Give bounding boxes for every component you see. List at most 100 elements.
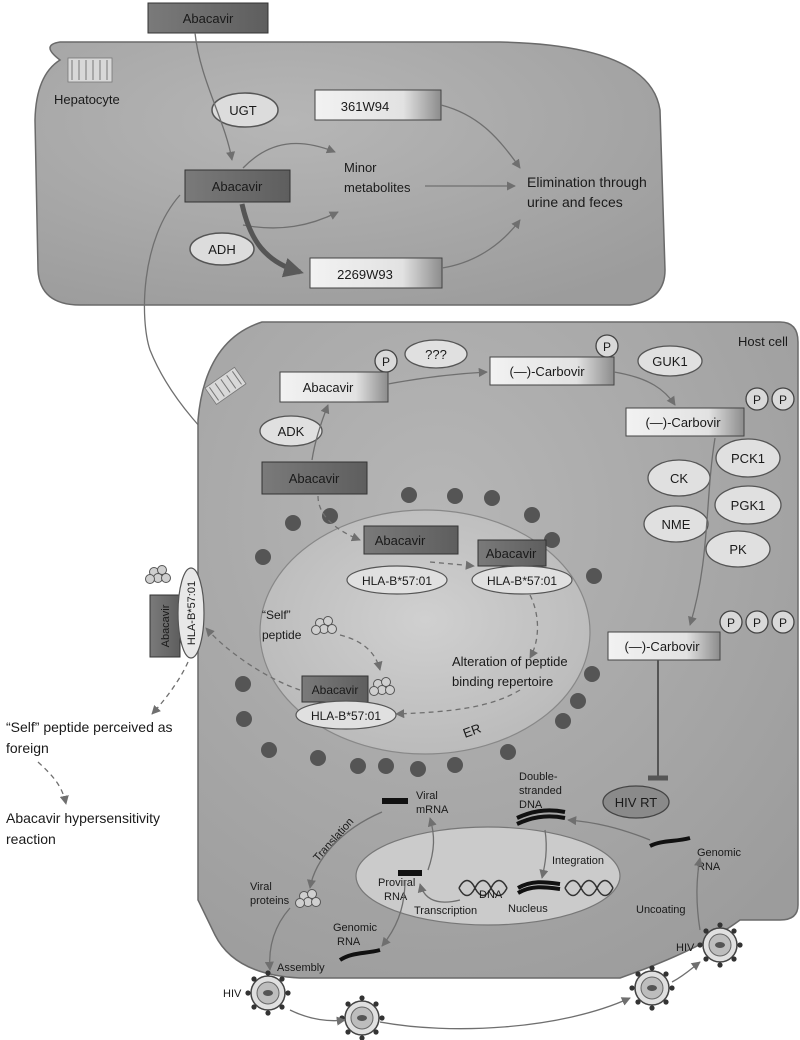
hiv-cycle-arrows	[264, 811, 704, 1030]
ds-dna-line2: stranded	[519, 785, 562, 797]
er-abacavir-a-box	[363, 525, 459, 555]
ugt-label: UGT	[229, 103, 257, 118]
metabolite-2269w93-label: 2269W93	[337, 267, 393, 282]
phosphate-icon	[719, 610, 743, 634]
hepatocyte-cell	[34, 41, 666, 306]
host-dna-helix	[458, 879, 508, 897]
phosphate-label: P	[753, 393, 761, 407]
hepatocyte-abacavir-box	[184, 169, 291, 203]
hiv-virion-approaching-icon	[628, 964, 676, 1012]
adh-conversion-arrow	[239, 203, 304, 278]
phosphate-label: P	[603, 340, 611, 354]
phosphate-label: P	[727, 616, 735, 630]
surface-hla	[177, 567, 205, 659]
uncoating-label: Uncoating	[636, 904, 686, 916]
assembly-label: Assembly	[277, 962, 325, 974]
er-label: ER	[461, 721, 483, 741]
dna-label: DNA	[479, 889, 503, 901]
carbovir-dp-box	[625, 407, 745, 437]
alteration-line1: Alteration of peptide	[452, 654, 568, 669]
carbovir-mp-label: (—)-Carbovir	[509, 364, 585, 379]
er-hla-b-label: HLA-B*57:01	[487, 574, 557, 588]
integrated-dna	[517, 880, 561, 895]
pk-enzyme	[705, 530, 771, 568]
er-hla-b	[471, 565, 573, 595]
hepatocyte-abacavir-label: Abacavir	[212, 179, 263, 194]
phosphate-label: P	[779, 616, 787, 630]
phosphate-label: P	[753, 616, 761, 630]
pk-label: PK	[729, 542, 747, 557]
carbovir-tp-label: (—)-Carbovir	[624, 639, 700, 654]
ck-label: CK	[670, 471, 688, 486]
elimination-line2: urine and feces	[527, 194, 623, 210]
viral-mrna-line1: Viral	[416, 790, 438, 802]
hiv-rt-label: HIV RT	[615, 795, 657, 810]
hiv-right-label: HIV	[676, 942, 695, 954]
nucleus-label: Nucleus	[508, 903, 548, 915]
ugt-enzyme	[211, 92, 279, 128]
surface-hla-label: HLA-B*57:01	[186, 581, 198, 645]
er-hla-a-label: HLA-B*57:01	[362, 574, 432, 588]
phosphate-icon	[771, 610, 795, 634]
abacavir-mp-label: Abacavir	[303, 380, 354, 395]
er-ribosomes	[235, 487, 602, 777]
alteration-line2: binding repertoire	[452, 674, 553, 689]
minor-metabolites-line1: Minor	[344, 160, 377, 175]
hiv-virion-budding-icon	[244, 969, 292, 1017]
surface-abacavir-box	[149, 594, 181, 658]
hypersensitivity-arrow	[37, 761, 69, 805]
transcription-label: Transcription	[414, 905, 477, 917]
adh-label: ADH	[208, 242, 235, 257]
surface-peptide-icon	[145, 565, 171, 584]
host-membrane-icon	[204, 366, 247, 405]
self-peptide-line2: peptide	[262, 628, 302, 642]
hypersensitivity-line1: Abacavir hypersensitivity	[6, 810, 160, 826]
er-dashed-arrows	[205, 495, 539, 719]
hiv-virion-entering-icon	[696, 921, 744, 969]
elimination-line1: Elimination through	[527, 174, 647, 190]
nme-label: NME	[662, 517, 691, 532]
self-peptide-line1: “Self”	[262, 608, 291, 622]
hypersensitivity-line2: reaction	[6, 831, 56, 847]
hepatocyte-label: Hepatocyte	[54, 92, 120, 107]
pgk1-enzyme	[714, 485, 782, 525]
pgk1-label: PGK1	[731, 498, 766, 513]
viral-proteins-line1: Viral	[250, 881, 272, 893]
pck1-enzyme	[715, 438, 781, 478]
adh-enzyme	[189, 232, 255, 266]
genomic-rna-right-strand	[649, 836, 691, 848]
host-cell-label: Host cell	[738, 334, 788, 349]
host-arrows	[311, 367, 716, 626]
carbovir-dp-label: (—)-Carbovir	[645, 415, 721, 430]
guk1-label: GUK1	[652, 354, 687, 369]
carbovir-mp-box	[489, 356, 615, 386]
unknown-enzyme-label: ???	[425, 347, 447, 362]
hiv-rt-enzyme	[602, 785, 670, 819]
hiv-left-label: HIV	[223, 988, 242, 1000]
viral-mrna-strand	[382, 798, 408, 804]
er-abacavir-a-label: Abacavir	[375, 533, 426, 548]
genomic-rna-left-line1: Genomic	[333, 922, 378, 934]
proviral-rna-strand	[398, 870, 422, 876]
phosphate-icon	[771, 387, 795, 411]
ds-dna-line3: DNA	[519, 799, 543, 811]
adk-label: ADK	[278, 424, 305, 439]
hepatocyte-membrane-icon	[67, 57, 113, 83]
guk1-enzyme	[637, 345, 703, 377]
metabolite-361w94-label: 361W94	[341, 99, 389, 114]
ds-dna-strand	[516, 808, 566, 826]
proviral-rna-line2: RNA	[384, 891, 408, 903]
viral-proteins-line2: proteins	[250, 895, 290, 907]
top-abacavir-label: Abacavir	[183, 11, 234, 26]
er-hla-c-label: HLA-B*57:01	[311, 709, 381, 723]
phosphate-icon	[374, 349, 398, 373]
genomic-rna-left-strand	[338, 948, 381, 962]
hiv-virion-free-icon	[338, 994, 386, 1040]
integration-label: Integration	[552, 855, 604, 867]
phosphate-icon	[745, 610, 769, 634]
nucleus	[355, 826, 621, 926]
host-abacavir-label: Abacavir	[289, 471, 340, 486]
host-abacavir-box	[261, 461, 368, 495]
metabolite-2269w93-box	[309, 257, 443, 289]
